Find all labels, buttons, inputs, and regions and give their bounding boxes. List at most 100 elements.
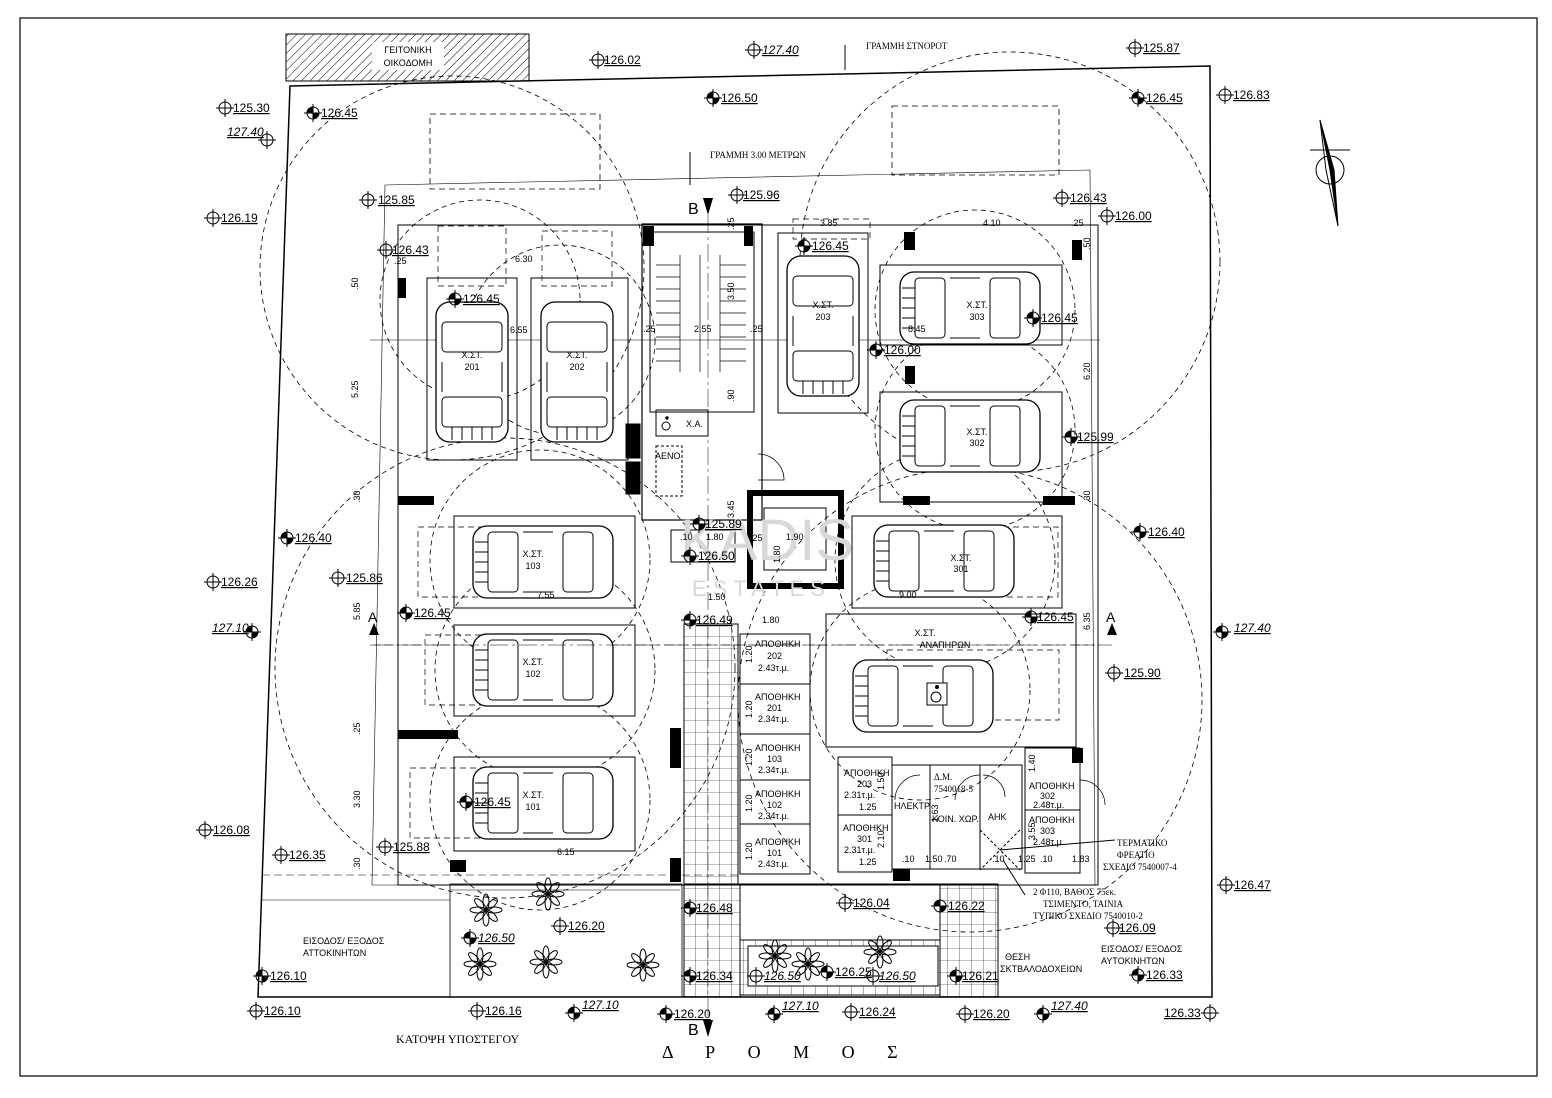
parking-number: 201: [464, 362, 479, 372]
level-point-icon: [744, 40, 764, 60]
dimension-value: .90: [726, 389, 736, 402]
level-point-icon: [396, 603, 416, 623]
level-point-icon: [328, 568, 348, 588]
level-value: 126.50: [698, 549, 735, 563]
level-value: 127.10: [782, 999, 819, 1013]
level-point-icon: [467, 1001, 487, 1021]
level-point-icon: [252, 966, 272, 986]
dimension-value: 1.63: [930, 804, 940, 822]
level-point-icon: [764, 1004, 784, 1024]
dimension-value: 6.15: [557, 847, 575, 857]
level-value: 126.10: [264, 1004, 301, 1018]
dimension-value: 6.20: [1082, 362, 1092, 380]
dimension-value: .30: [1082, 490, 1092, 503]
parking-label: Χ.ΣΤ.: [522, 790, 543, 800]
storage-area: 2.43τ.μ.: [758, 859, 789, 869]
building-outline: [397, 224, 1099, 886]
dimension-value: .25: [726, 217, 736, 230]
level-point-icon: [794, 236, 814, 256]
section-b-top: B: [688, 201, 699, 218]
plan-title: ΚΑΤΟΨΗ ΥΠΟΣΤΕΓΟΥ: [396, 1032, 520, 1046]
level-point-icon: [1212, 622, 1232, 642]
dimension-value: .25: [352, 722, 362, 735]
level-point-icon: [246, 1001, 266, 1021]
road-label: Δ Ρ Ο Μ Ο Σ: [662, 1042, 912, 1062]
disabled-space-label-2: ΑΝΑΠΗΡΩΝ: [920, 640, 971, 650]
dimension-value: 1.83: [1072, 854, 1090, 864]
level-value: 126.45: [812, 239, 849, 253]
level-value: 126.45: [463, 292, 500, 306]
storage-name: ΑΠΟΘΗΚΗ: [755, 837, 801, 847]
level-value: 127.40: [1051, 999, 1088, 1013]
level-value: 127.10: [582, 998, 619, 1012]
level-value: 125.87: [1143, 41, 1180, 55]
sheet-border: [19, 17, 1538, 1077]
parking-label: Χ.ΣΤ.: [966, 300, 987, 310]
level-point-icon: [1130, 522, 1150, 542]
dimension-value: 1.20: [744, 645, 754, 663]
level-value: 126.21: [962, 969, 999, 983]
dimension-value: 1.25: [859, 802, 877, 812]
dimension-value: .25: [394, 256, 407, 266]
dimension-value: .25: [643, 324, 656, 334]
parking-label: Χ.ΣΤ.: [522, 657, 543, 667]
dm-label: Δ.Μ.: [934, 772, 952, 782]
dimension-value: 3.85: [820, 218, 838, 228]
lift-shaft: [747, 490, 844, 589]
level-point-icon: [1128, 88, 1148, 108]
entry-left-label-2: ΑΤΤΟΚΙΝΗΤΩΝ: [303, 948, 366, 958]
level-value: 126.22: [948, 899, 985, 913]
xa-label: Χ.Α.: [686, 419, 703, 429]
level-value: 126.40: [1148, 525, 1185, 539]
parking-number: 303: [969, 312, 984, 322]
storage-area: 2.31τ.μ.: [844, 845, 875, 855]
section-a-left: A: [368, 609, 378, 625]
level-point-icon: [277, 528, 297, 548]
level-value: 126.02: [604, 53, 641, 67]
dimension-value: 1.90: [786, 532, 804, 542]
dimension-value: 5.25: [350, 380, 360, 398]
neighbor-label: ΓΕΙΤΟΝΙΚΗ: [384, 45, 431, 55]
dimension-value: 6.55: [510, 325, 528, 335]
dimension-value: 1.80: [772, 545, 782, 563]
wheelchair-icon: [926, 682, 948, 706]
parking-label: Χ.ΣΤ.: [950, 553, 971, 563]
level-value: 126.10: [270, 969, 307, 983]
level-value: 126.43: [1070, 191, 1107, 205]
dimension-value: 1.20: [744, 700, 754, 718]
common-label: ΚΟΙΝ. ΧΩΡ.: [932, 814, 979, 824]
level-value: 126.00: [1115, 209, 1152, 223]
storage-area: 2.48τ.μ.: [1033, 800, 1064, 810]
level-value: 126.33: [1146, 968, 1183, 982]
dimension-value: 1.20: [744, 748, 754, 766]
level-point-icon: [656, 1004, 676, 1024]
level-point-icon: [1097, 206, 1117, 226]
dimension-value: 8.45: [908, 324, 926, 334]
storage-name: ΑΠΟΘΗΚΗ: [844, 768, 890, 778]
dimension-value: .25: [750, 533, 763, 543]
level-value: 127.10: [212, 621, 249, 635]
terminal-note-3: ΣΧΕΔΙΟ 7540007-4: [1103, 862, 1177, 872]
storage-number: 203: [857, 779, 872, 789]
parking-number: 301: [953, 564, 968, 574]
bins-label-2: ΣΚΤΒΑΛΟΔΟΧΕΙΩΝ: [1000, 964, 1082, 974]
level-point-icon: [1200, 1003, 1220, 1023]
level-value: 126.04: [853, 896, 890, 910]
level-value: 126.45: [414, 606, 451, 620]
storage-name: ΑΠΟΘΗΚΗ: [755, 639, 801, 649]
dimension-value: 7.55: [537, 590, 555, 600]
level-point-icon: [835, 893, 855, 913]
level-value: 126.45: [474, 795, 511, 809]
level-point-icon: [1215, 85, 1235, 105]
dimension-value: 1.25: [1018, 854, 1036, 864]
dimension-value: .25: [1071, 218, 1084, 228]
level-value: 126.47: [1234, 878, 1271, 892]
columns: [398, 226, 1083, 882]
parking-number: 102: [525, 669, 540, 679]
dimension-value: 9.00: [899, 590, 917, 600]
terminal-note-2: ΦΡΕΑΤΙΟ: [1117, 850, 1155, 860]
storage-number: 101: [767, 848, 782, 858]
pipe-note-2: ΤΣΙΜΕΝΤΟ, ΤΑΙΝΙΑ: [1043, 899, 1124, 909]
